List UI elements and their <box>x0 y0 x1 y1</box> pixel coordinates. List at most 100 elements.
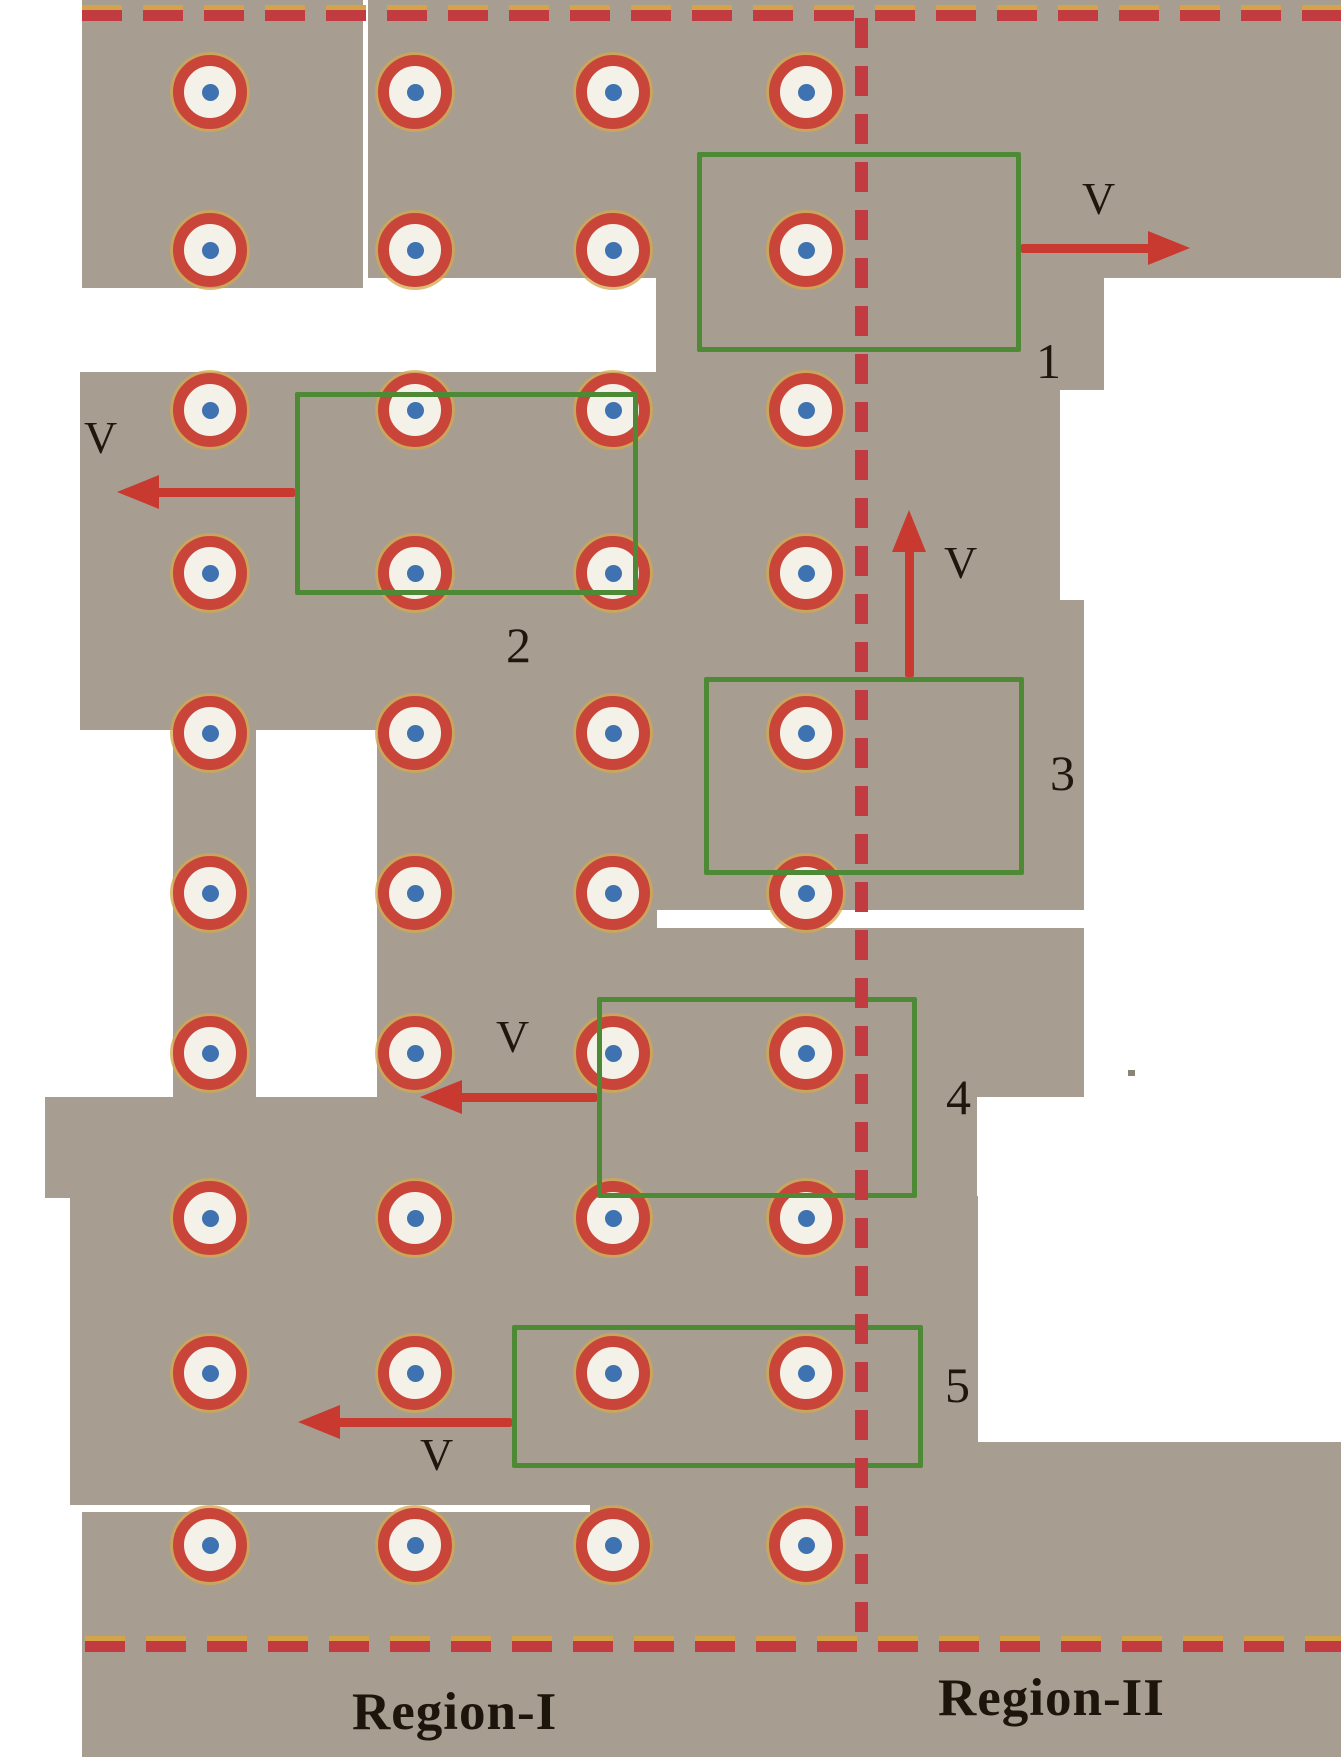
dash-top-yellow <box>82 5 1341 11</box>
magnetic-field-out-of-page-symbol <box>769 536 843 610</box>
magnetic-field-out-of-page-symbol <box>769 1016 843 1090</box>
field-dot <box>406 1364 424 1382</box>
field-dot <box>797 401 815 419</box>
field-dot <box>797 1364 815 1382</box>
loop-2 <box>295 392 638 595</box>
field-dot <box>201 241 219 259</box>
boundary-dashed-bottom <box>85 1636 1341 1652</box>
velocity-arrow-2 <box>155 487 295 497</box>
magnetic-field-out-of-page-symbol <box>173 696 247 770</box>
velocity-arrowhead-4 <box>420 1080 462 1114</box>
magnetic-field-out-of-page-symbol <box>173 856 247 930</box>
field-dot <box>406 1209 424 1227</box>
field-dot <box>201 1044 219 1062</box>
magnetic-field-out-of-page-symbol <box>378 696 452 770</box>
loop-number-2: 2 <box>506 617 531 673</box>
magnetic-field-out-of-page-symbol <box>576 1508 650 1582</box>
field-dot <box>797 884 815 902</box>
magnetic-field-out-of-page-symbol <box>378 213 452 287</box>
field-dot <box>604 83 622 101</box>
velocity-label-3: V <box>944 537 978 588</box>
magnetic-field-out-of-page-symbol <box>769 55 843 129</box>
field-dot <box>406 401 424 419</box>
field-dot <box>201 884 219 902</box>
ink-speck <box>1128 1070 1135 1076</box>
field-dot <box>406 241 424 259</box>
field-dot <box>201 724 219 742</box>
velocity-label-5: V <box>420 1429 454 1480</box>
velocity-arrow-5 <box>336 1417 512 1427</box>
field-dot <box>201 401 219 419</box>
field-dot <box>406 1044 424 1062</box>
field-dot <box>604 564 622 582</box>
loop-number-1: 1 <box>1036 333 1061 389</box>
magnetic-field-out-of-page-symbol <box>173 536 247 610</box>
field-dot <box>201 83 219 101</box>
background-patch <box>82 1512 1341 1757</box>
field-dot <box>604 401 622 419</box>
field-dot <box>406 724 424 742</box>
field-dot <box>604 1209 622 1227</box>
velocity-arrow-3 <box>904 548 914 677</box>
loop-number-3: 3 <box>1050 745 1075 801</box>
magnetic-field-out-of-page-symbol <box>173 1508 247 1582</box>
velocity-label-4: V <box>496 1011 530 1062</box>
region-label-left: Region-I <box>352 1683 558 1741</box>
field-dot <box>797 1044 815 1062</box>
field-dot <box>406 564 424 582</box>
magnetic-field-out-of-page-symbol <box>173 1016 247 1090</box>
field-dot <box>604 724 622 742</box>
loop-5 <box>512 1325 923 1468</box>
magnetic-field-out-of-page-symbol <box>576 536 650 610</box>
velocity-label-1: V <box>1082 173 1116 224</box>
magnetic-field-out-of-page-symbol <box>769 696 843 770</box>
velocity-arrowhead-1 <box>1148 231 1190 265</box>
magnetic-field-out-of-page-symbol <box>576 1016 650 1090</box>
field-dot <box>406 884 424 902</box>
magnetic-field-out-of-page-symbol <box>576 1336 650 1410</box>
magnetic-field-out-of-page-symbol <box>769 856 843 930</box>
magnetic-field-out-of-page-symbol <box>173 1336 247 1410</box>
magnetic-field-out-of-page-symbol <box>378 536 452 610</box>
magnetic-field-out-of-page-symbol <box>769 213 843 287</box>
magnetic-field-out-of-page-symbol <box>378 55 452 129</box>
field-dot <box>797 83 815 101</box>
magnetic-field-out-of-page-symbol <box>378 856 452 930</box>
loop-number-5: 5 <box>945 1357 970 1413</box>
magnetic-field-out-of-page-symbol <box>378 373 452 447</box>
magnetic-field-out-of-page-symbol <box>576 213 650 287</box>
magnetic-field-out-of-page-symbol <box>576 696 650 770</box>
magnetic-field-out-of-page-symbol <box>173 1181 247 1255</box>
field-dot <box>406 83 424 101</box>
field-dot <box>604 1364 622 1382</box>
background-patch <box>455 928 1084 1097</box>
magnetic-field-out-of-page-symbol <box>378 1181 452 1255</box>
field-dot <box>797 1209 815 1227</box>
loop-4 <box>597 997 917 1198</box>
field-dot <box>797 241 815 259</box>
magnetic-field-out-of-page-symbol <box>378 1016 452 1090</box>
magnetic-field-out-of-page-symbol <box>173 55 247 129</box>
magnetic-field-out-of-page-symbol <box>769 373 843 447</box>
magnetic-field-out-of-page-symbol <box>173 213 247 287</box>
velocity-arrow-1 <box>1021 243 1152 253</box>
field-dot <box>201 564 219 582</box>
boundary-dashed-vertical <box>855 18 868 1638</box>
magnetic-field-out-of-page-symbol <box>769 1508 843 1582</box>
field-dot <box>604 1536 622 1554</box>
field-dot <box>201 1364 219 1382</box>
field-dot <box>604 884 622 902</box>
magnetic-field-out-of-page-symbol <box>173 373 247 447</box>
magnetic-field-out-of-page-symbol <box>576 55 650 129</box>
magnetic-field-out-of-page-symbol <box>576 856 650 930</box>
velocity-arrow-4 <box>458 1092 597 1102</box>
loop-number-4: 4 <box>946 1069 971 1125</box>
field-dot <box>604 1044 622 1062</box>
magnetic-field-out-of-page-symbol <box>769 1336 843 1410</box>
field-dot <box>797 1536 815 1554</box>
magnetic-field-out-of-page-symbol <box>378 1508 452 1582</box>
dash-top-red <box>82 10 1341 21</box>
field-dot <box>201 1536 219 1554</box>
dash-bottom-red <box>85 1641 1341 1652</box>
